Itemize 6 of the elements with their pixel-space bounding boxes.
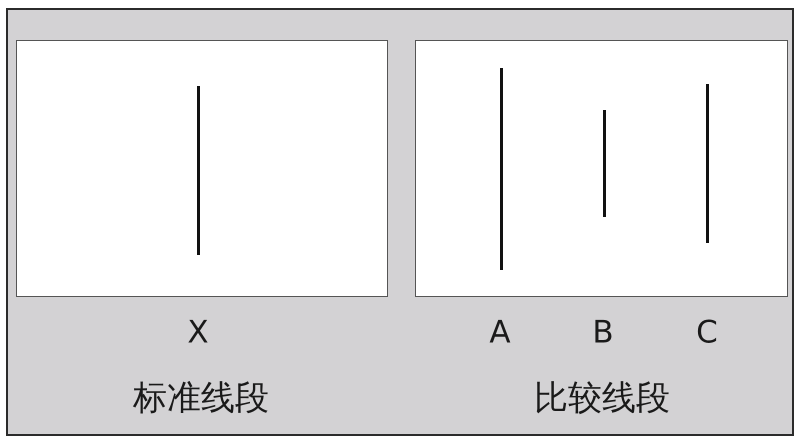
line-letter: A	[489, 318, 511, 348]
caption: 标准线段	[133, 381, 269, 415]
line-letter: C	[696, 318, 718, 348]
line-letter: B	[592, 318, 614, 348]
line-letter: X	[187, 318, 209, 348]
caption: 比较线段	[534, 381, 670, 415]
